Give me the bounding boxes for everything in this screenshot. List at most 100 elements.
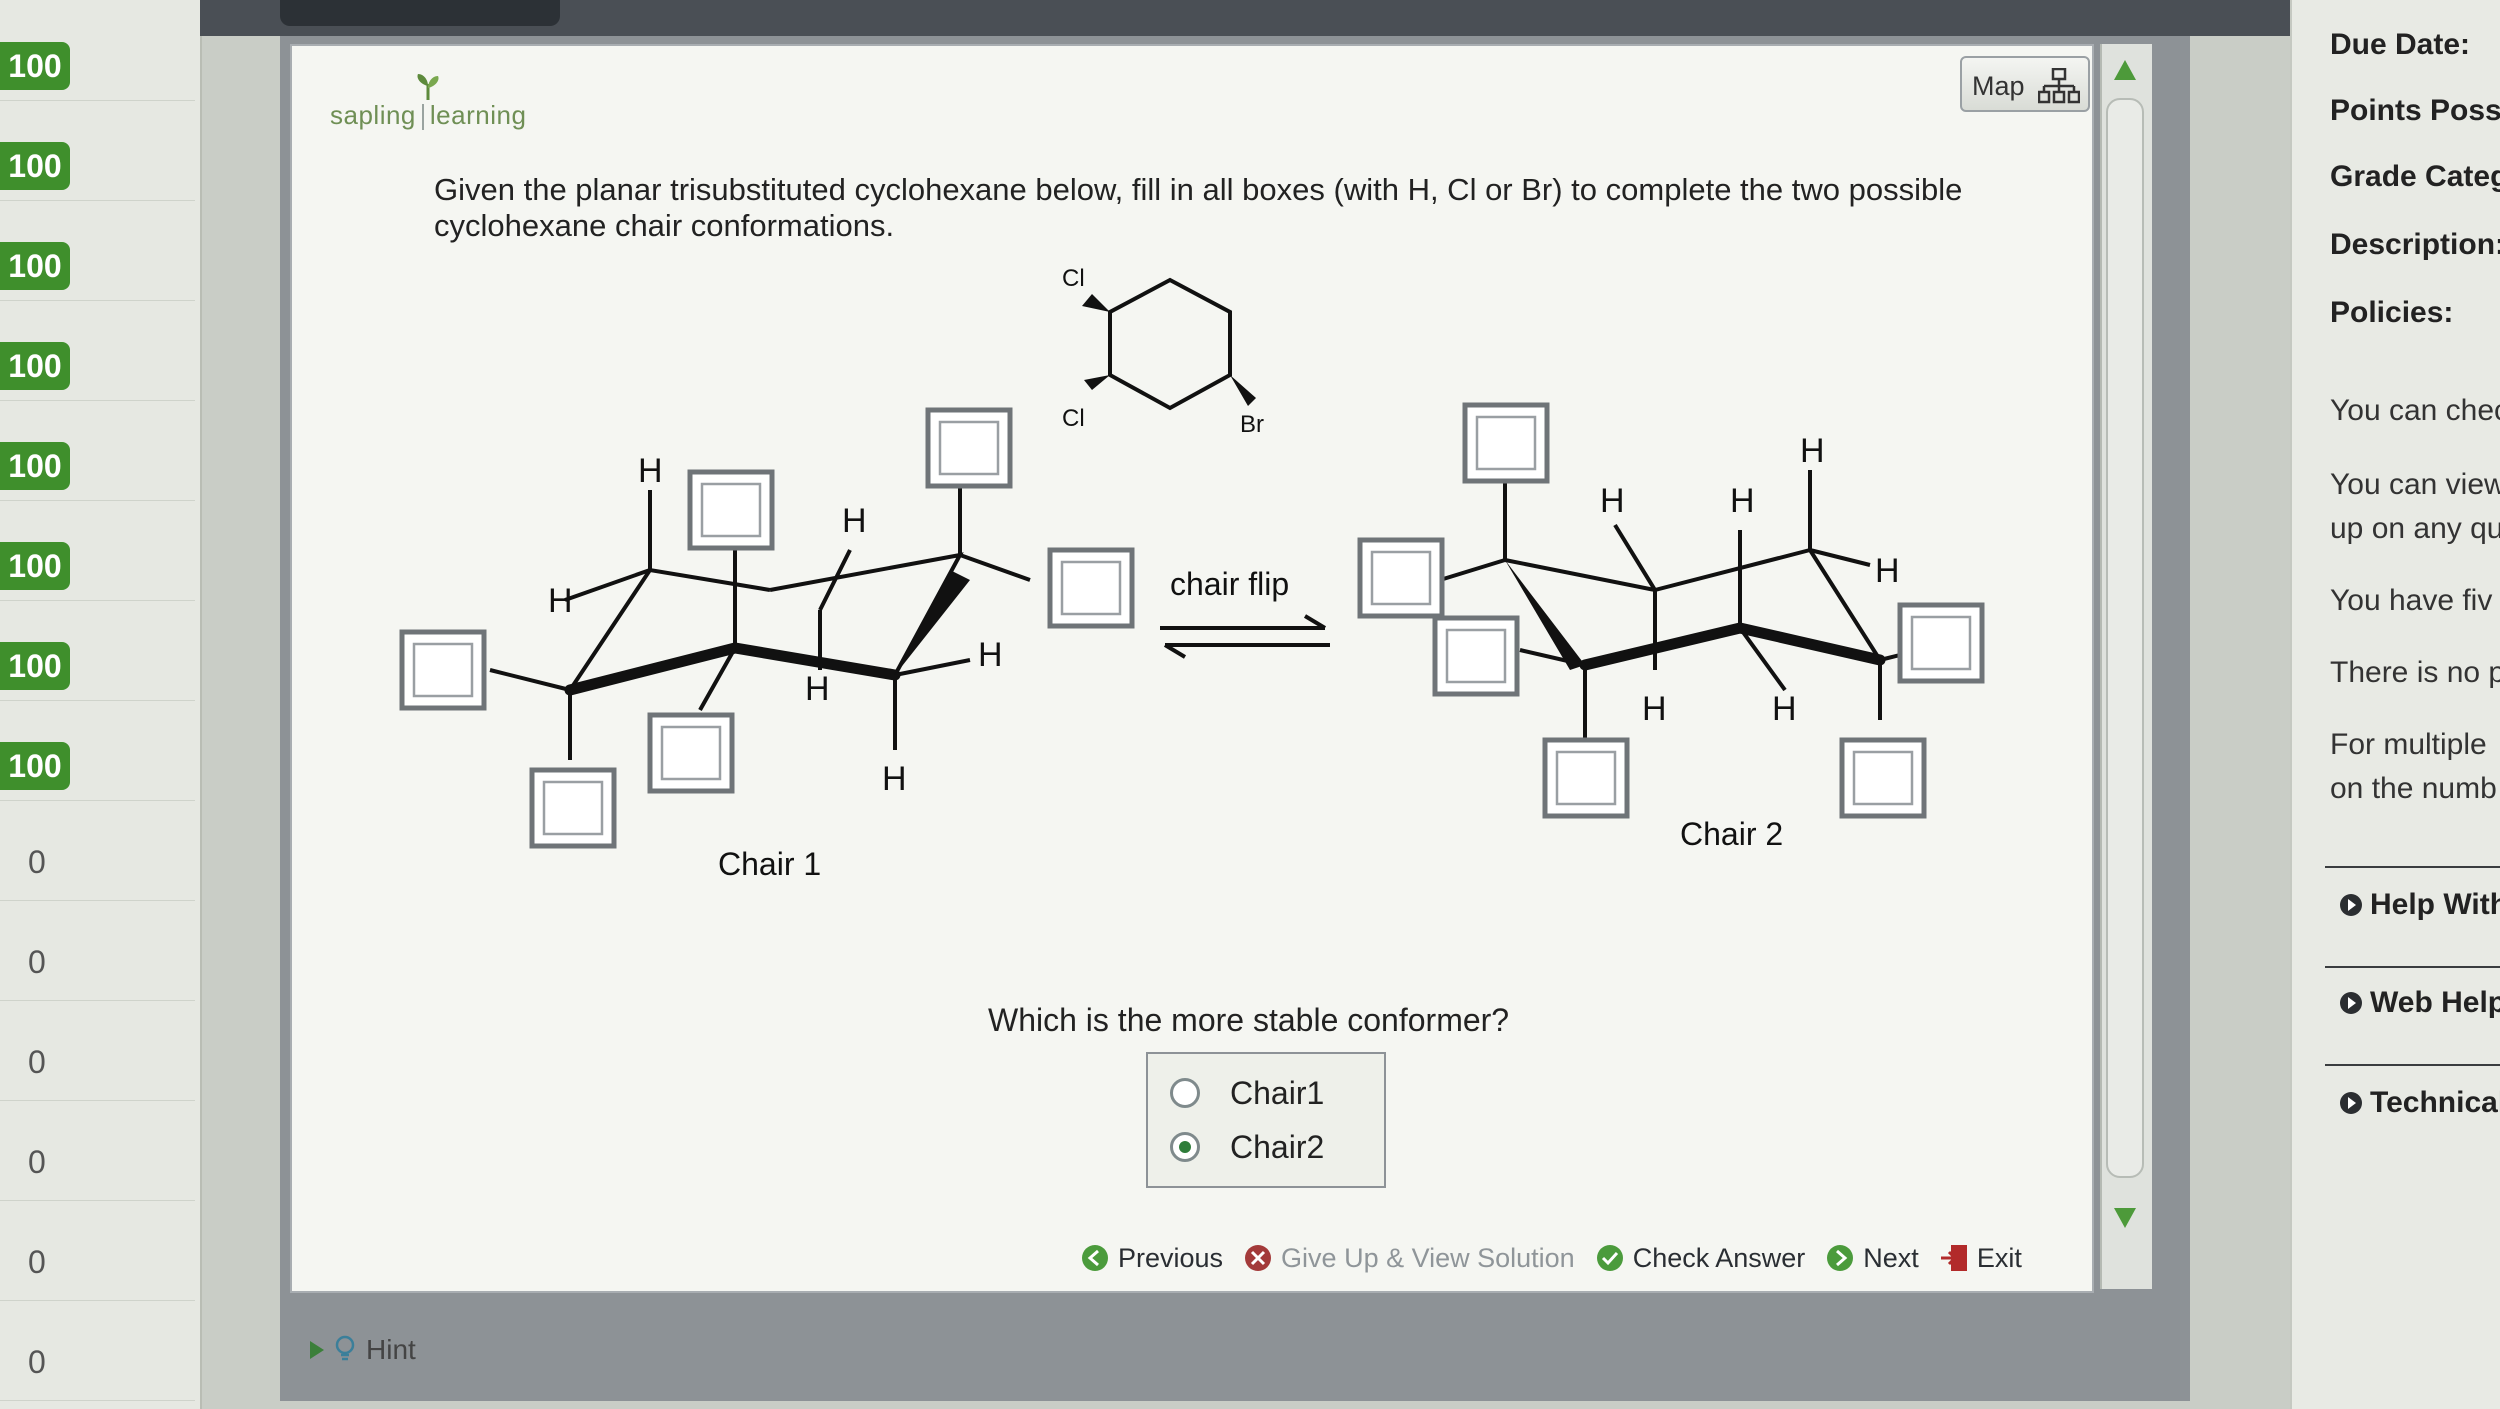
previous-label: Previous	[1118, 1242, 1224, 1273]
check-answer-button[interactable]: Check Answer	[1595, 1242, 1806, 1274]
chair1-answer-boxes	[399, 407, 1135, 849]
answer-box-inner	[1370, 550, 1432, 606]
score-row[interactable]: 100	[0, 100, 195, 201]
answer-box-inner	[1060, 560, 1122, 616]
chair2-h: H	[1875, 552, 1900, 590]
lightbulb-icon	[335, 1335, 355, 1361]
score-row[interactable]: 100	[0, 700, 195, 801]
reverse-arrow	[1163, 643, 1330, 659]
chair-1: H H H H H H Chair 1	[489, 452, 1031, 882]
score-row[interactable]: 0	[0, 900, 195, 1001]
planar-cyclohexane: Cl Cl Br	[1062, 265, 1264, 438]
conformer-radio-group: Chair1 Chair2	[1146, 1052, 1386, 1188]
next-button[interactable]: Next	[1825, 1243, 1919, 1274]
chair1-h: H	[805, 670, 830, 708]
chair-flip-label: chair flip	[1170, 566, 1289, 602]
sapling-leaf-icon	[417, 74, 439, 100]
stability-question: Which is the more stable conformer?	[988, 1002, 1510, 1038]
score-value: 0	[28, 844, 46, 880]
score-value: 0	[28, 1144, 46, 1180]
scroll-up-arrow-icon[interactable]	[2108, 52, 2142, 92]
score-badge: 100	[0, 42, 70, 90]
answer-box-inner	[542, 780, 604, 836]
web-help-label: Web Help	[2370, 986, 2500, 1019]
score-row[interactable]: 100	[0, 400, 195, 501]
radio-option-chair2[interactable]: Chair2	[1170, 1122, 1324, 1172]
map-button[interactable]: Map	[1960, 56, 2090, 112]
bottom-navigation: Previous Give Up & View Solution Check A…	[1080, 1228, 2100, 1288]
score-row[interactable]: 0	[0, 1300, 195, 1401]
logo-text-sapling: sapling	[330, 100, 416, 130]
give-up-button[interactable]: Give Up & View Solution	[1243, 1243, 1575, 1274]
policy-line: on the numb	[2330, 772, 2497, 805]
chair2-bond	[1808, 548, 1882, 662]
sidebar-divider	[2325, 1064, 2500, 1066]
answer-box-inner	[412, 642, 474, 698]
previous-button[interactable]: Previous	[1080, 1243, 1223, 1274]
check-answer-label: Check Answer	[1632, 1242, 1806, 1273]
chair1-label: Chair 1	[718, 846, 821, 882]
chair1-h: H	[882, 760, 907, 798]
score-row[interactable]: 0	[0, 1000, 195, 1101]
exit-button[interactable]: Exit	[1939, 1243, 2022, 1274]
section-tab[interactable]	[280, 0, 560, 26]
score-row[interactable]: 0	[0, 1100, 195, 1201]
radio-button-selected[interactable]	[1170, 1132, 1200, 1162]
chair2-wedge	[1505, 560, 1585, 670]
chair2-answer-boxes	[1357, 402, 1985, 819]
score-row[interactable]: 100	[0, 300, 195, 401]
score-row[interactable]: 100	[0, 500, 195, 601]
cl-wedge-top	[1082, 294, 1110, 312]
expand-triangle-icon	[310, 1341, 324, 1359]
answer-box-inner	[660, 725, 722, 781]
chair2-h: H	[1600, 482, 1625, 520]
play-circle-icon	[2340, 992, 2362, 1014]
chair1-h: H	[842, 502, 867, 540]
chair1-h: H	[548, 582, 573, 620]
policy-line: up on any qu	[2330, 512, 2500, 545]
score-value: 0	[28, 1244, 46, 1280]
sidebar-divider	[2325, 866, 2500, 868]
play-circle-icon	[2340, 1092, 2362, 1114]
score-row[interactable]: 0	[0, 1200, 195, 1301]
points-possible-label: Points Possib	[2330, 94, 2500, 127]
score-badge: 100	[0, 642, 70, 690]
cl-wedge-mid	[1084, 375, 1110, 390]
chair2-h: H	[1642, 690, 1667, 728]
chair2-h: H	[1800, 432, 1825, 470]
planar-ring	[1108, 277, 1232, 411]
help-with-label: Help With	[2370, 888, 2500, 921]
hint-toggle[interactable]: Hint	[310, 1334, 416, 1366]
scroll-down-arrow-icon[interactable]	[2108, 1196, 2142, 1236]
answer-box-inner	[1852, 750, 1914, 806]
policy-line: You can chec	[2330, 394, 2500, 427]
chair-flip-equilibrium: chair flip	[1160, 566, 1330, 659]
web-help-link[interactable]: Web Help	[2340, 986, 2500, 1020]
policy-line: For multiple	[2330, 728, 2487, 761]
policy-line: You can view	[2330, 468, 2500, 501]
score-row[interactable]: 100	[0, 600, 195, 701]
score-value: 0	[28, 944, 46, 980]
cl-label-top: Cl	[1062, 265, 1085, 292]
policies-label: Policies:	[2330, 296, 2454, 329]
chair1-h: H	[638, 452, 663, 490]
radio-label: Chair1	[1230, 1074, 1325, 1111]
score-value: 0	[28, 1344, 46, 1380]
scrollbar-thumb[interactable]	[2106, 98, 2144, 1178]
score-row[interactable]: 100	[0, 200, 195, 301]
score-badge: 100	[0, 442, 70, 490]
answer-box-inner	[1555, 750, 1617, 806]
score-row[interactable]: 100	[0, 0, 195, 101]
score-value: 0	[28, 1044, 46, 1080]
technical-link[interactable]: Technical	[2340, 1086, 2500, 1120]
assignment-info-sidebar	[2290, 0, 2500, 1409]
radio-option-chair1[interactable]: Chair1	[1170, 1068, 1324, 1118]
chair2-h: H	[1772, 690, 1797, 728]
radio-button[interactable]	[1170, 1078, 1200, 1108]
next-label: Next	[1863, 1242, 1919, 1273]
policy-line: You have fiv	[2330, 584, 2493, 617]
map-icon	[2038, 68, 2080, 104]
score-row[interactable]: 0	[0, 800, 195, 901]
chair2-label: Chair 2	[1680, 816, 1783, 852]
help-with-link[interactable]: Help With	[2340, 888, 2500, 922]
